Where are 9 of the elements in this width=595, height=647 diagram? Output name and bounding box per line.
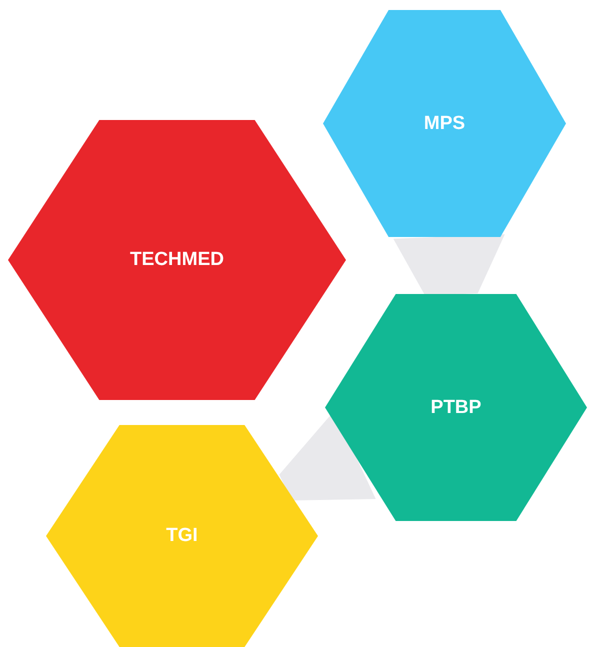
hexagon [8,120,346,400]
hexagon-label: PTBP [430,396,482,418]
hexagon [325,294,587,521]
hexagon-label: TECHMED [130,249,224,271]
connector-band [393,234,505,296]
hexagon-label: MPS [424,112,466,134]
hexagon [323,10,566,237]
hexagon [46,425,318,647]
hexagon-label: TGI [166,525,198,547]
